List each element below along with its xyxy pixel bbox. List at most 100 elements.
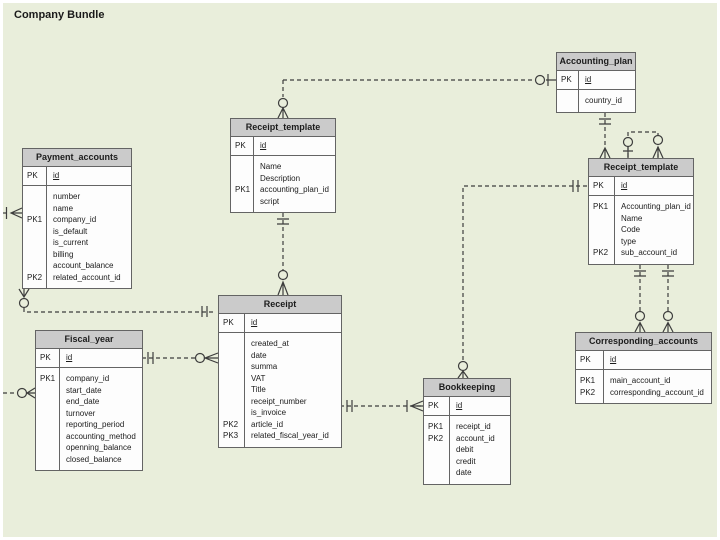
relationship-receipt-template-accounting-plan[interactable] <box>277 74 556 119</box>
field-name: Title <box>251 385 266 394</box>
pk-key-cell: PK <box>23 167 47 185</box>
pk-field-cell: id <box>615 177 693 195</box>
key-column: PK1 PK2 <box>589 196 615 264</box>
key-cell <box>27 226 46 238</box>
key-cell: PK2 <box>27 272 43 282</box>
relationship-fiscal-year-company[interactable] <box>3 387 36 399</box>
pk-field-name: id <box>585 75 592 84</box>
relationship-accounting-plan-receipt-template[interactable] <box>599 113 611 159</box>
fields-section: country_id <box>557 90 635 112</box>
entity-title: Accounting_plan <box>557 53 635 71</box>
key-cell <box>40 419 59 431</box>
relationship-receipt-template-receipt[interactable] <box>277 213 289 296</box>
field-name: VAT <box>251 373 266 383</box>
pk-field-cell: id <box>579 71 635 89</box>
relationship-fiscal-year-receipt[interactable] <box>142 352 219 364</box>
page-title: Company Bundle <box>14 9 105 21</box>
pk-field-name: id <box>621 181 628 190</box>
field-name: receipt_id <box>456 422 491 431</box>
key-cell <box>428 467 449 479</box>
pk-row: PK id <box>424 397 510 416</box>
field-name: date <box>251 350 267 360</box>
pk-field-name: id <box>260 141 267 150</box>
field-name: is_current <box>53 238 89 247</box>
pk-field-name: id <box>456 401 463 410</box>
field-name: closed_balance <box>66 454 122 464</box>
pk-field-name: id <box>53 171 60 180</box>
field-name: Name <box>260 162 282 171</box>
key-cell: PK3 <box>223 431 239 440</box>
field-name: company_id <box>66 374 110 383</box>
key-cell: PK1 <box>27 215 43 224</box>
key-cell <box>235 196 253 208</box>
field-name: summa <box>251 362 278 371</box>
relationship-receipt-template-self[interactable] <box>622 131 664 159</box>
field-name: article_id <box>251 419 284 429</box>
pk-key-cell: PK <box>219 314 245 332</box>
field-column: country_id <box>579 90 635 112</box>
field-name: reporting_period <box>66 420 125 429</box>
key-column <box>557 90 579 112</box>
key-cell <box>40 408 59 420</box>
field-name: Description <box>260 173 301 183</box>
key-cell <box>223 396 244 408</box>
relationship-receipt-template-corresponding-main[interactable] <box>634 265 646 333</box>
relationship-receipt-template-bookkeeping[interactable] <box>457 180 587 379</box>
key-cell <box>428 444 449 456</box>
relationship-receipt-template-corresponding-corr[interactable] <box>662 265 674 333</box>
pk-field-cell: id <box>60 349 142 367</box>
key-cell <box>593 236 614 248</box>
relationship-payment-accounts-receipt[interactable] <box>18 288 216 317</box>
pk-row: PK id <box>36 349 142 368</box>
pk-key-cell: PK <box>424 397 450 415</box>
key-cell: PK2 <box>428 433 444 443</box>
key-cell <box>27 203 46 215</box>
field-name: related_fiscal_year_id <box>251 431 329 440</box>
field-name: account_balance <box>53 261 114 270</box>
key-cell <box>27 191 46 203</box>
key-cell <box>223 361 244 373</box>
key-cell: PK1 <box>428 422 444 431</box>
key-cell <box>561 95 578 107</box>
pk-field-name: id <box>66 353 73 362</box>
key-cell <box>40 431 59 443</box>
key-cell: PK1 <box>580 376 596 385</box>
field-name: debit <box>456 445 474 454</box>
entity-title: Fiscal_year <box>36 331 142 349</box>
key-cell <box>223 407 244 419</box>
relationship-payment-accounts-company[interactable] <box>3 207 23 219</box>
field-name: openning_balance <box>66 443 132 452</box>
relationship-layer <box>3 74 674 412</box>
field-name: end_date <box>66 397 100 406</box>
pk-field-cell: id <box>604 351 711 369</box>
pk-key-cell: PK <box>36 349 60 367</box>
field-name: script <box>260 196 280 206</box>
field-name: is_default <box>53 226 88 236</box>
field-name: start_date <box>66 385 102 395</box>
relationship-receipt-bookkeeping[interactable] <box>340 400 424 412</box>
key-cell <box>428 456 449 468</box>
